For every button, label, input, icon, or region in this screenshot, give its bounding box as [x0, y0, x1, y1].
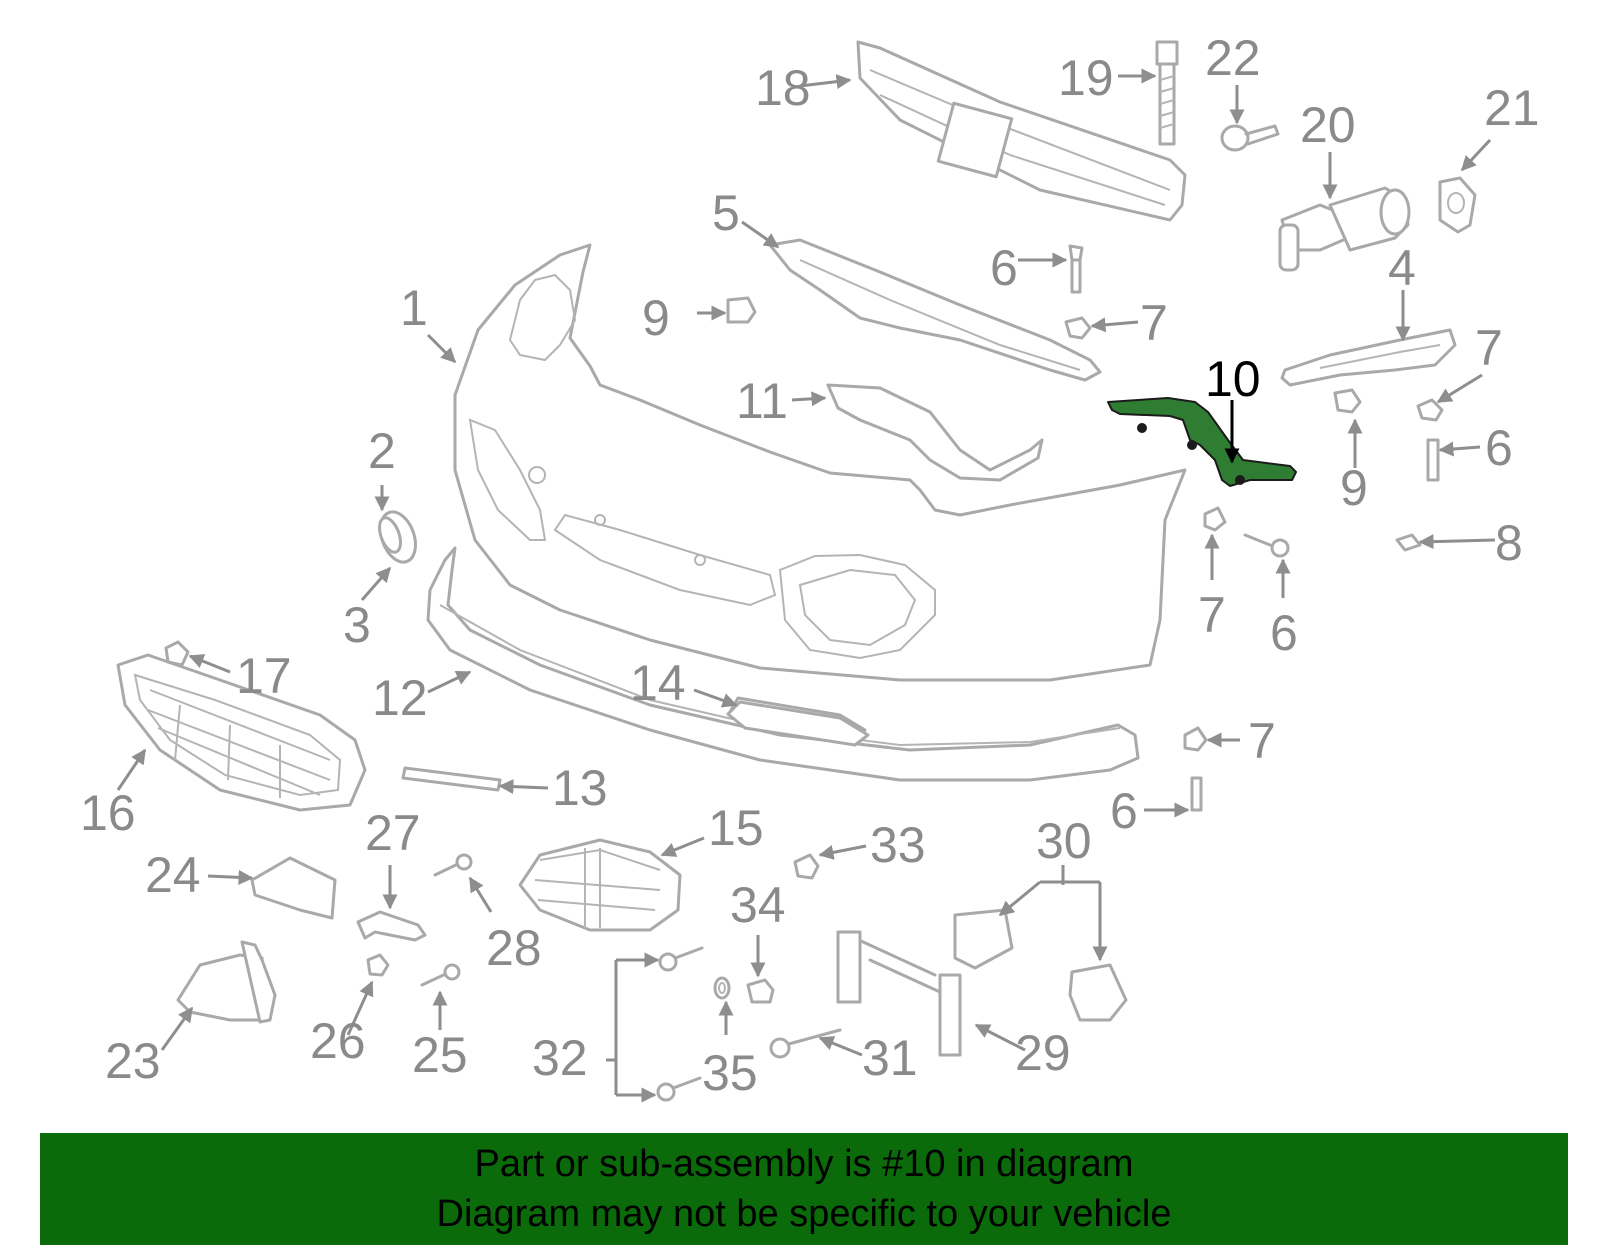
- clip-8-part: [1395, 533, 1422, 552]
- reinforcement-bar-part: [856, 40, 1187, 222]
- callout-7: 7: [1140, 295, 1168, 351]
- short-bolt-part: [1220, 124, 1280, 152]
- clip-7-mid-part: [1203, 506, 1227, 532]
- callout-7d: 7: [1248, 713, 1276, 769]
- callout-6d: 6: [1110, 783, 1138, 839]
- callout-13: 13: [552, 760, 608, 816]
- callout-1: 1: [400, 280, 428, 336]
- callout-20: 20: [1300, 97, 1356, 153]
- callout-21: 21: [1484, 80, 1540, 136]
- callout-33: 33: [870, 817, 926, 873]
- valance-insert-part: [726, 700, 870, 747]
- callout-12: 12: [372, 670, 428, 726]
- callout-30: 30: [1036, 813, 1092, 869]
- side-bracket-part: [1280, 328, 1457, 387]
- callout-17: 17: [236, 648, 292, 704]
- screw-32-part: [656, 946, 704, 1102]
- callout-labels: 18 19 22 20 21 5 6 9 7 4 7 1 11 10 9 6 2…: [80, 30, 1540, 1101]
- callout-9: 9: [642, 290, 670, 346]
- gasket-plate-part: [1438, 176, 1477, 234]
- callout-5: 5: [712, 185, 740, 241]
- callout-2: 2: [368, 423, 396, 479]
- callout-22: 22: [1205, 30, 1261, 86]
- fog-lamp-part: [176, 940, 277, 1024]
- clip-7-low-part: [1183, 726, 1208, 752]
- screw-28-part: [433, 853, 473, 877]
- leader-lines: [116, 68, 1496, 1103]
- highlighted-part-10: [1107, 397, 1297, 487]
- nut-34-part: [746, 978, 775, 1004]
- small-bracket-part: [356, 910, 427, 942]
- nut-26-part: [366, 953, 390, 977]
- callout-23: 23: [105, 1033, 161, 1089]
- callout-28: 28: [486, 920, 542, 976]
- nut-9-lower-part: [1333, 388, 1362, 414]
- callout-29: 29: [1015, 1025, 1071, 1081]
- grille-insert-part: [518, 838, 682, 932]
- grille-part: [116, 653, 367, 812]
- callout-6b: 6: [1485, 420, 1513, 476]
- callout-7b: 7: [1475, 320, 1503, 376]
- callout-25: 25: [412, 1027, 468, 1083]
- lower-bracket-part: [826, 383, 1044, 482]
- upper-bracket-part: [768, 238, 1102, 382]
- callout-15: 15: [708, 800, 764, 856]
- mount-30-part: [953, 908, 1128, 1022]
- energy-absorber-part: [1278, 186, 1411, 272]
- callout-16: 16: [80, 785, 136, 841]
- callout-6c: 6: [1270, 605, 1298, 661]
- callout-6: 6: [990, 240, 1018, 296]
- callout-7c: 7: [1198, 587, 1226, 643]
- long-bolt-part: [1155, 40, 1179, 146]
- callout-27: 27: [365, 805, 421, 861]
- callout-3: 3: [343, 597, 371, 653]
- banner-line-1: Part or sub-assembly is #10 in diagram: [474, 1143, 1134, 1185]
- bumper-cover-part: [453, 243, 1187, 682]
- left-bracket-part: [250, 856, 337, 920]
- callout-32: 32: [532, 1030, 588, 1086]
- support-frame-part: [836, 930, 962, 1057]
- fog-lamp-bezel-part: [378, 510, 417, 564]
- clip-7-right-part: [1416, 398, 1444, 422]
- bolt-31-part: [769, 1028, 842, 1059]
- bolt-6-part: [1068, 244, 1084, 294]
- callout-31: 31: [862, 1030, 918, 1086]
- screw-25-part: [420, 963, 461, 987]
- callout-34: 34: [730, 877, 786, 933]
- bolt-6-right-part: [1426, 438, 1440, 482]
- washer-35-part: [713, 976, 731, 1000]
- trim-strip-part: [401, 766, 502, 792]
- nut-9-part: [726, 296, 757, 324]
- banner-line-2: Diagram may not be specific to your vehi…: [436, 1193, 1172, 1235]
- callout-18: 18: [755, 60, 811, 116]
- clip-7-part: [1064, 316, 1092, 340]
- callout-26: 26: [310, 1013, 366, 1069]
- callout-11: 11: [736, 373, 788, 429]
- callout-14: 14: [630, 655, 686, 711]
- info-banner: Part or sub-assembly is #10 in diagram D…: [40, 1133, 1568, 1245]
- callout-9b: 9: [1340, 460, 1368, 516]
- clip-33-part: [793, 853, 820, 880]
- callout-10: 10: [1205, 351, 1261, 407]
- callout-24: 24: [145, 847, 201, 903]
- bolt-6-low-part: [1190, 776, 1203, 812]
- callout-19: 19: [1058, 50, 1114, 106]
- clip-part: [164, 640, 190, 667]
- callout-35: 35: [702, 1045, 758, 1101]
- callout-4: 4: [1388, 240, 1416, 296]
- screw-6-mid-part: [1243, 533, 1290, 558]
- callout-8: 8: [1495, 515, 1523, 571]
